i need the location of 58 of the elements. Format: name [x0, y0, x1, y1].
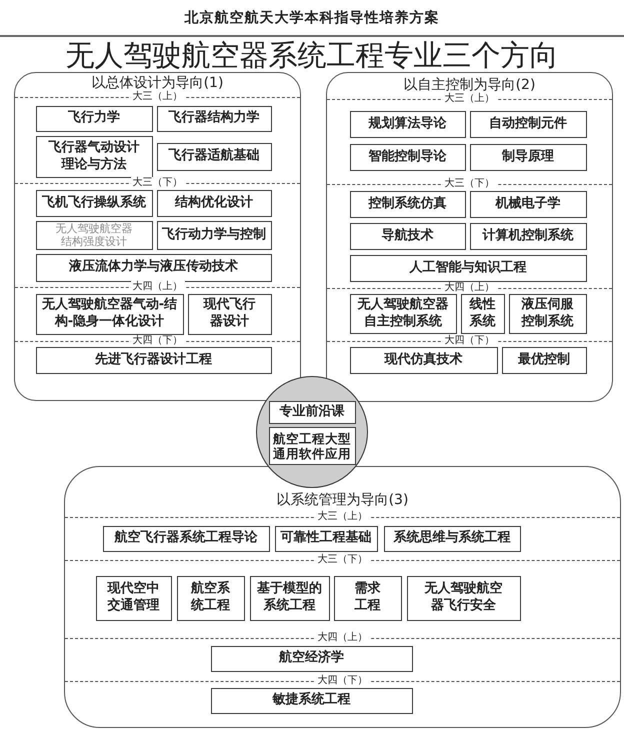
course-box: 最优控制 [502, 346, 586, 374]
semester-label: 大四（下） [130, 334, 184, 346]
course-box: 智能控制导论 [350, 144, 466, 170]
course-box: 液压流体力学与液压传动技术 [36, 254, 272, 282]
course-box: 制导原理 [470, 144, 586, 170]
course-box: 无人驾驶航空器气动-结构-隐身一体化设计 [36, 294, 184, 334]
direction-panel [14, 72, 301, 401]
semester-label: 大三（上） [316, 510, 370, 522]
course-box: 机械电子学 [470, 190, 586, 218]
course-box: 需求工程 [334, 576, 402, 620]
diagram-title: 无人驾驶航空器系统工程专业三个方向 [66, 38, 558, 72]
panel-heading: 以系统管理为导向(3) [276, 492, 408, 508]
course-box: 规划算法导论 [350, 110, 466, 138]
course-box: 飞行动力学与控制 [156, 220, 272, 250]
course-box: 无人驾驶航空器自主控制系统 [350, 294, 456, 334]
course-box: 液压伺服控制系统 [508, 294, 586, 334]
course-box: 飞行力学 [36, 106, 152, 132]
panel-heading: 以总体设计为导向(1) [92, 75, 224, 91]
semester-label: 大四（下） [316, 674, 370, 686]
direction-panel [64, 466, 621, 728]
course-box: 现代空中交通管理 [96, 576, 172, 620]
semester-label: 大四（上） [442, 282, 496, 294]
semester-label: 大三（上） [442, 92, 496, 104]
panel-heading: 以自主控制为导向(2) [404, 77, 536, 93]
course-box: 计算机控制系统 [470, 222, 586, 250]
course-box: 现代仿真技术 [350, 346, 498, 374]
semester-label: 大三（上） [130, 90, 184, 102]
course-box: 线性系统 [460, 294, 504, 334]
semester-label: 大四（下） [442, 334, 496, 346]
course-box: 现代飞行器设计 [188, 294, 272, 334]
course-box: 导航技术 [350, 222, 466, 250]
course-box: 基于模型的系统工程 [250, 576, 330, 620]
course-box: 系统思维与系统工程 [384, 526, 520, 552]
direction-panel [326, 72, 613, 402]
course-box: 先进飞行器设计工程 [36, 346, 272, 374]
semester-label: 大四（上） [130, 280, 184, 292]
course-box: 控制系统仿真 [350, 190, 466, 218]
semester-label: 大三（下） [442, 178, 496, 190]
course-box: 自动控制元件 [470, 110, 586, 138]
course-box: 无人驾驶航空器飞行安全 [406, 576, 520, 620]
course-box: 无人驾驶航空器结构强度设计 [36, 220, 152, 250]
course-box: 航空飞行器系统工程导论 [102, 526, 270, 552]
course-box: 敏捷系统工程 [210, 688, 412, 714]
course-box: 航空工程大型通用软件应用 [268, 426, 356, 464]
course-box: 可靠性工程基础 [274, 526, 378, 552]
course-box: 结构优化设计 [156, 190, 272, 216]
course-box: 飞行器适航基础 [156, 142, 272, 170]
course-box: 人工智能与知识工程 [350, 254, 586, 282]
course-box: 航空系统工程 [176, 576, 244, 620]
semester-label: 大三（下） [130, 176, 184, 188]
course-box: 航空经济学 [210, 646, 412, 672]
course-box: 飞行器气动设计理论与方法 [36, 136, 152, 178]
course-box: 飞机飞行操纵系统 [36, 190, 152, 216]
course-box: 飞行器结构力学 [156, 106, 272, 132]
semester-label: 大三（下） [316, 554, 370, 566]
semester-label: 大四（上） [316, 632, 370, 644]
course-box: 专业前沿课 [268, 400, 356, 424]
document-header: 北京航空航天大学本科指导性培养方案 [184, 9, 440, 27]
